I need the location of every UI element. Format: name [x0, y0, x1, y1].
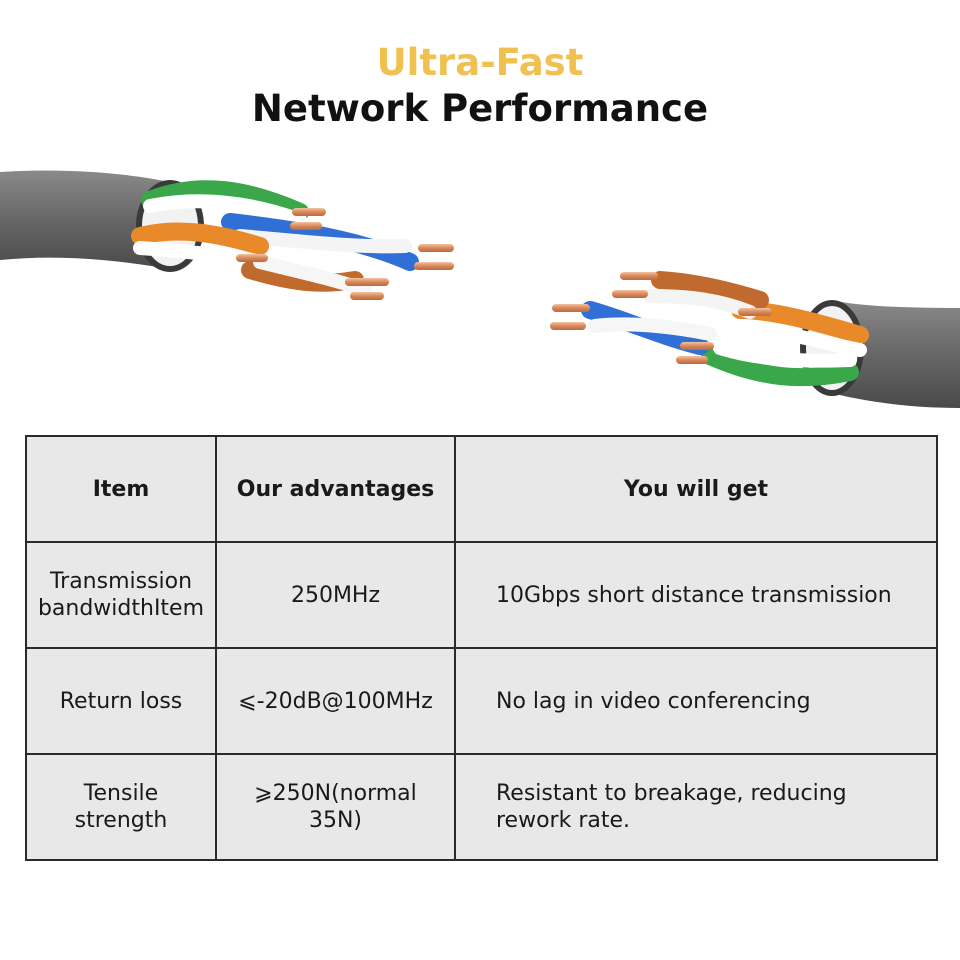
- cell-item: Return loss: [25, 647, 217, 755]
- cell-advantage: ⩽-20dB@100MHz: [215, 647, 456, 755]
- table-row: Return loss ⩽-20dB@100MHz No lag in vide…: [25, 647, 938, 755]
- header-benefit: You will get: [454, 435, 938, 543]
- headline-accent: Ultra-Fast: [376, 41, 584, 84]
- right-cable: [550, 271, 960, 408]
- cell-advantage: ⩾250N(normal 35N): [215, 753, 456, 861]
- cell-item: Transmission bandwidthItem: [25, 541, 217, 649]
- header-advantages: Our advantages: [215, 435, 456, 543]
- cable-illustration: [0, 170, 960, 408]
- cell-benefit: 10Gbps short distance transmission: [454, 541, 938, 649]
- table-row: Transmission bandwidthItem 250MHz 10Gbps…: [25, 541, 938, 649]
- cell-item: Tensile strength: [25, 753, 217, 861]
- table-row: Tensile strength ⩾250N(normal 35N) Resis…: [25, 753, 938, 861]
- header-item: Item: [25, 435, 217, 543]
- cell-benefit: No lag in video conferencing: [454, 647, 938, 755]
- headline-main: Network Performance: [251, 87, 709, 130]
- cell-benefit: Resistant to breakage, reducing rework r…: [454, 753, 938, 861]
- table-header-row: Item Our advantages You will get: [25, 435, 938, 543]
- cell-advantage: 250MHz: [215, 541, 456, 649]
- left-cable: [0, 170, 454, 300]
- spec-table: Item Our advantages You will get Transmi…: [25, 435, 938, 861]
